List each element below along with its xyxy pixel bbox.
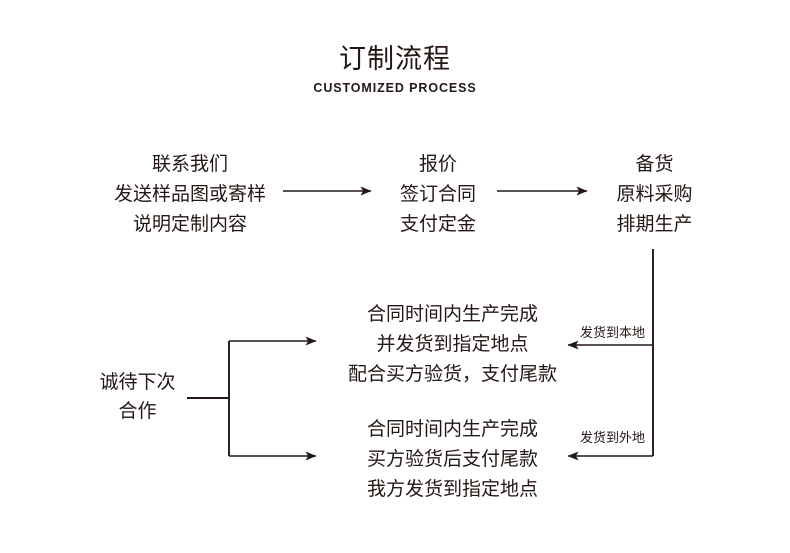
step-line: 配合买方验货，支付尾款	[347, 364, 557, 385]
step-line: 签订合同	[399, 184, 476, 205]
branch-label-local: 发货到本地	[580, 325, 646, 340]
step-node-contact: 联系我们 发送样品图或寄样 说明定制内容	[95, 150, 285, 240]
step-node-local-delivery: 合同时间内生产完成 并发货到指定地点 配合买方验货，支付尾款	[330, 300, 575, 390]
step-line: 诚待下次	[99, 372, 176, 393]
step-node-remote-delivery: 合同时间内生产完成 买方验货后支付尾款 我方发货到指定地点	[330, 415, 575, 505]
step-line: 合作	[118, 401, 157, 422]
step-line: 并发货到指定地点	[376, 334, 529, 355]
page-title: 订制流程	[339, 44, 451, 74]
step-line: 我方发货到指定地点	[366, 479, 538, 500]
step-line: 原料采购	[616, 184, 693, 205]
step-line: 备货	[635, 154, 674, 175]
step-node-quote: 报价 签订合同 支付定金	[378, 150, 498, 240]
step-line: 联系我们	[151, 154, 228, 175]
step-line: 买方验货后支付尾款	[366, 449, 538, 470]
step-line: 发送样品图或寄样	[113, 184, 266, 205]
step-node-stock: 备货 原料采购 排期生产	[592, 150, 717, 240]
page-subtitle: CUSTOMIZED PROCESS	[313, 81, 477, 95]
step-line: 合同时间内生产完成	[366, 419, 538, 440]
branch-label-remote: 发货到外地	[580, 430, 646, 445]
step-node-cooperate-again: 诚待下次 合作	[85, 368, 190, 426]
step-line: 说明定制内容	[132, 214, 247, 235]
step-line: 排期生产	[616, 214, 693, 235]
step-line: 支付定金	[399, 214, 476, 235]
step-line: 报价	[418, 154, 457, 175]
step-line: 合同时间内生产完成	[366, 304, 538, 325]
